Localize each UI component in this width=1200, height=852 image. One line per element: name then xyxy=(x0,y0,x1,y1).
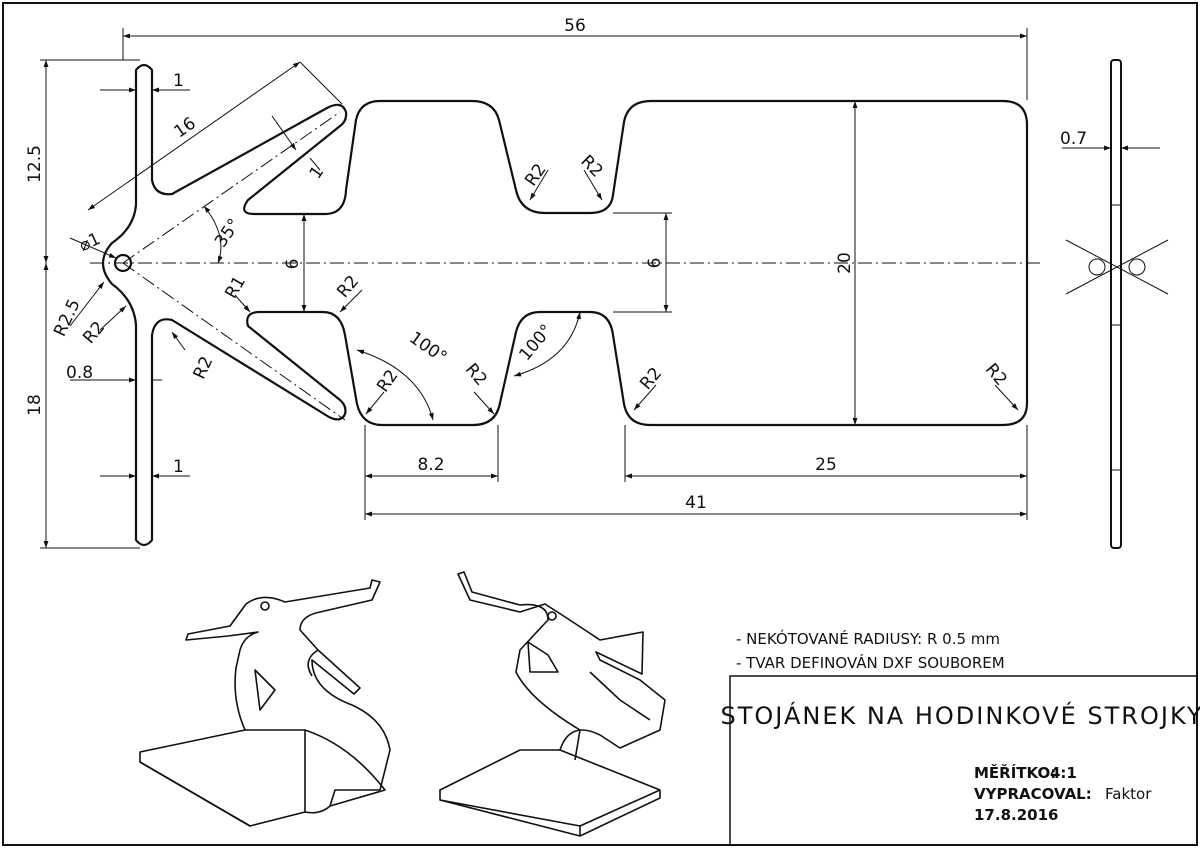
dim-radius-tab-left: R2 xyxy=(373,366,402,396)
drawing-title: STOJÁNEK NA HODINKOVÉ STROJKY xyxy=(721,701,1200,730)
isometric-view-right xyxy=(439,571,666,837)
dim-radius-base-right: R2 xyxy=(981,360,1011,390)
title-block xyxy=(729,675,1198,846)
dim-radius-base-left: R2 xyxy=(636,364,666,394)
author-value: Faktor xyxy=(1105,785,1152,803)
dim-radius-hole-r2: R2 xyxy=(79,318,109,348)
dim-radius-r1: R1 xyxy=(221,273,250,303)
note-dxf: - TVAR DEFINOVÁN DXF SOUBOREM xyxy=(736,653,1005,672)
dim-post-offset: 0.8 xyxy=(66,363,93,383)
author-label: VYPRACOVAL: xyxy=(974,785,1092,803)
dimension-lines xyxy=(40,28,1028,549)
side-view: 0.7 xyxy=(1060,59,1169,549)
dimension-labels: 56 12.5 18 16 1 1 ⌀1 R2.5 R2 0.8 R2 1 35… xyxy=(25,16,1011,513)
note-radius: - NEKÓTOVANÉ RADIUSY: R 0.5 mm xyxy=(736,629,1000,648)
dim-thickness: 0.7 xyxy=(1060,129,1087,149)
dim-tab-width: 8.2 xyxy=(417,455,444,475)
drawing-date: 17.8.2016 xyxy=(974,806,1058,824)
scale-label: MĚŘÍTKO: xyxy=(974,763,1056,782)
center-lines xyxy=(90,111,1040,421)
dim-arm-length: 16 xyxy=(171,114,200,143)
scale-value: 4:1 xyxy=(1050,764,1077,782)
dim-angle-bend-left: 100° xyxy=(405,328,450,368)
dim-radius-neck: R2 xyxy=(333,272,363,302)
dim-post-width-bottom: 1 xyxy=(173,457,184,477)
dim-post-width-top: 1 xyxy=(173,71,184,91)
dim-height-bottom: 18 xyxy=(25,394,45,416)
isometric-view-left xyxy=(139,579,391,827)
dim-radius-tab-right: R2 xyxy=(461,360,491,390)
dim-arm-width: 1 xyxy=(306,163,329,183)
dim-angle-arm: 35° xyxy=(211,215,245,251)
dim-radius-arm-bottom: R2 xyxy=(190,353,218,382)
dim-neck-width-right: 6 xyxy=(645,258,665,269)
dim-height-top: 12.5 xyxy=(25,145,45,183)
dim-overall-length: 56 xyxy=(564,16,586,36)
dim-total-lower: 41 xyxy=(685,493,707,513)
dim-base-height: 20 xyxy=(835,252,855,274)
dim-hole-diameter: ⌀1 xyxy=(76,229,104,256)
dim-neck-width: 6 xyxy=(283,259,303,270)
part-outline xyxy=(101,63,1029,547)
dim-radius-notch-right: R2 xyxy=(576,151,606,181)
dim-base-length: 25 xyxy=(815,455,837,475)
dim-radius-notch-left: R2 xyxy=(521,160,550,190)
